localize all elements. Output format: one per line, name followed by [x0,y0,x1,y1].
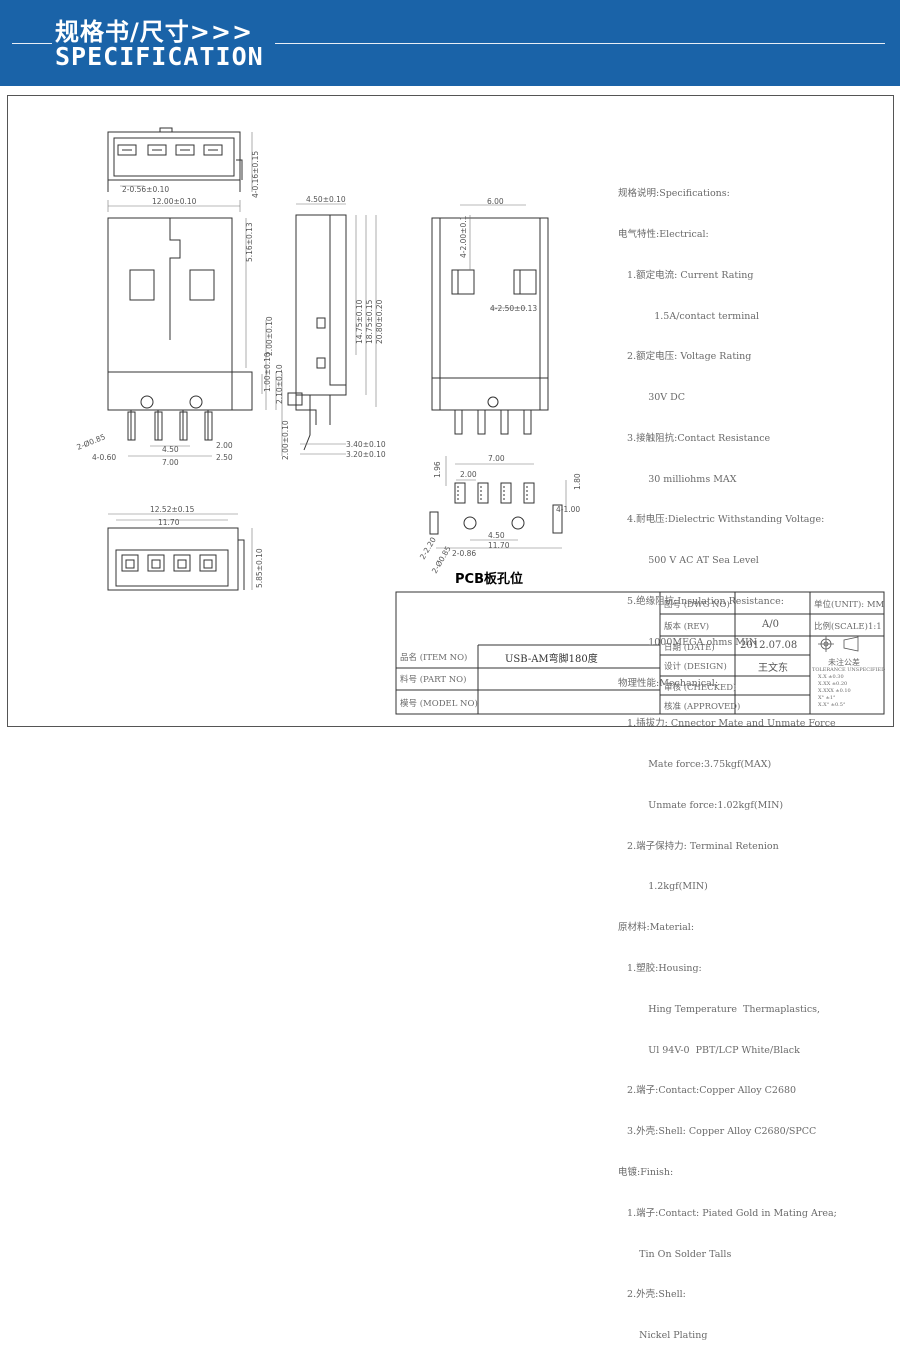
tb-part-label: 料号 (PART NO) [400,675,467,685]
spec-line: 2.端子保持力: Terminal Retenion [618,840,779,852]
spec-line: 电镀:Finish: [618,1166,674,1178]
tb-model-label: 模号 (MODEL NO) [400,699,478,709]
spec-line: 1.2kgf(MIN) [618,881,708,893]
spec-line: 30V DC [618,392,686,404]
header-rule-left [12,43,52,44]
spec-line: 3.外壳:Shell: Copper Alloy C2680/SPCC [618,1126,817,1138]
spec-line: Mate force:3.75kgf(MAX) [618,759,772,771]
tb-tolerance-title: 未注公差 [828,658,860,667]
banner-title-cn: 规格书/尺寸>>> [55,18,254,46]
drawing-sheet [7,95,894,727]
spec-line: 500 V AC AT Sea Level [618,555,759,567]
spec-line: 30 milliohms MAX [618,473,737,485]
specifications-text: 规格说明:Specifications: 电气特性:Electrical: 1.… [618,160,888,1356]
spec-line: 2.端子:Contact:Copper Alloy C2680 [618,1085,797,1097]
spec-line: 1.塑胶:Housing: [618,963,702,975]
spec-line: Tin On Solder Talls [618,1248,732,1260]
tb-approved-label: 核准 (APPROVED) [664,702,741,712]
tb-tolerance-row: X.X ±0.30 [818,674,844,680]
tb-checked-label: 审核 (CHECKED) [664,683,737,693]
spec-line: 1.端子:Contact: Piated Gold in Mating Area… [618,1207,837,1219]
tb-design-label: 设计 (DESIGN) [664,662,727,672]
tb-unit: 单位(UNIT): MM [814,600,885,610]
spec-line: Unmate force:1.02kgf(MIN) [618,799,784,811]
tb-tolerance-row: X.XX ±0.20 [818,681,848,687]
spec-line: 1.5A/contact terminal [618,310,760,322]
spec-line: 1.插拔力: Cnnector Mate and Unmate Force [618,718,836,730]
spec-line: 1000MEGA ohms MIN [618,636,758,648]
spec-line: 3.接触阻抗:Contact Resistance [618,432,771,444]
tb-item-label: 品名 (ITEM NO) [400,653,468,663]
tb-tolerance-row: X° ±1° [818,695,836,701]
banner-title-en: SPECIFICATION [55,42,264,71]
tb-rev-label: 版本 (REV) [664,622,710,632]
tb-tolerance-sub: TOLERANCE UNSPECIFIED [812,667,886,673]
tb-scale: 比例(SCALE)1:1 [814,622,882,632]
spec-line: 5.绝缘阻抗:Insulation Resistance: [618,596,784,607]
spec-line: 4.耐电压:Dielectric Withstanding Voltage: [618,514,825,526]
tb-date-label: 日期 (DATE) [664,643,715,653]
spec-line: 2.额定电压: Voltage Rating [618,351,752,363]
tb-date-value: 2012.07.08 [740,640,798,651]
tb-rev-value: A/0 [762,619,779,630]
spec-line: 物理性能:Mechanical: [618,677,719,689]
spec-line: Ul 94V-0 PBT/LCP White/Black [618,1044,800,1056]
tb-design-value: 王文东 [758,663,788,674]
tb-item-value: USB-AM弯脚180度 [505,654,598,665]
pcb-hole-label: PCB板孔位 [455,572,523,587]
tb-tolerance-row: X.XXX ±0.10 [818,688,851,694]
spec-line: 1.额定电流: Current Rating [618,269,754,281]
spec-line: Hing Temperature Thermaplastics, [618,1003,821,1015]
header-banner: 规格书/尺寸>>> SPECIFICATION [0,0,900,86]
spec-line: 规格说明:Specifications: [618,188,730,200]
tb-dwg-no-label: 图号 (DWG NO) [664,600,730,610]
spec-line: 电气特性:Electrical: [618,228,709,240]
header-rule-right [275,43,885,44]
spec-line: 2.外壳:Shell: [618,1289,686,1301]
tb-tolerance-row: X.X° ±0.5° [818,702,846,708]
spec-line: Nickel Plating [618,1330,708,1342]
spec-line: 原材料:Material: [618,922,695,934]
